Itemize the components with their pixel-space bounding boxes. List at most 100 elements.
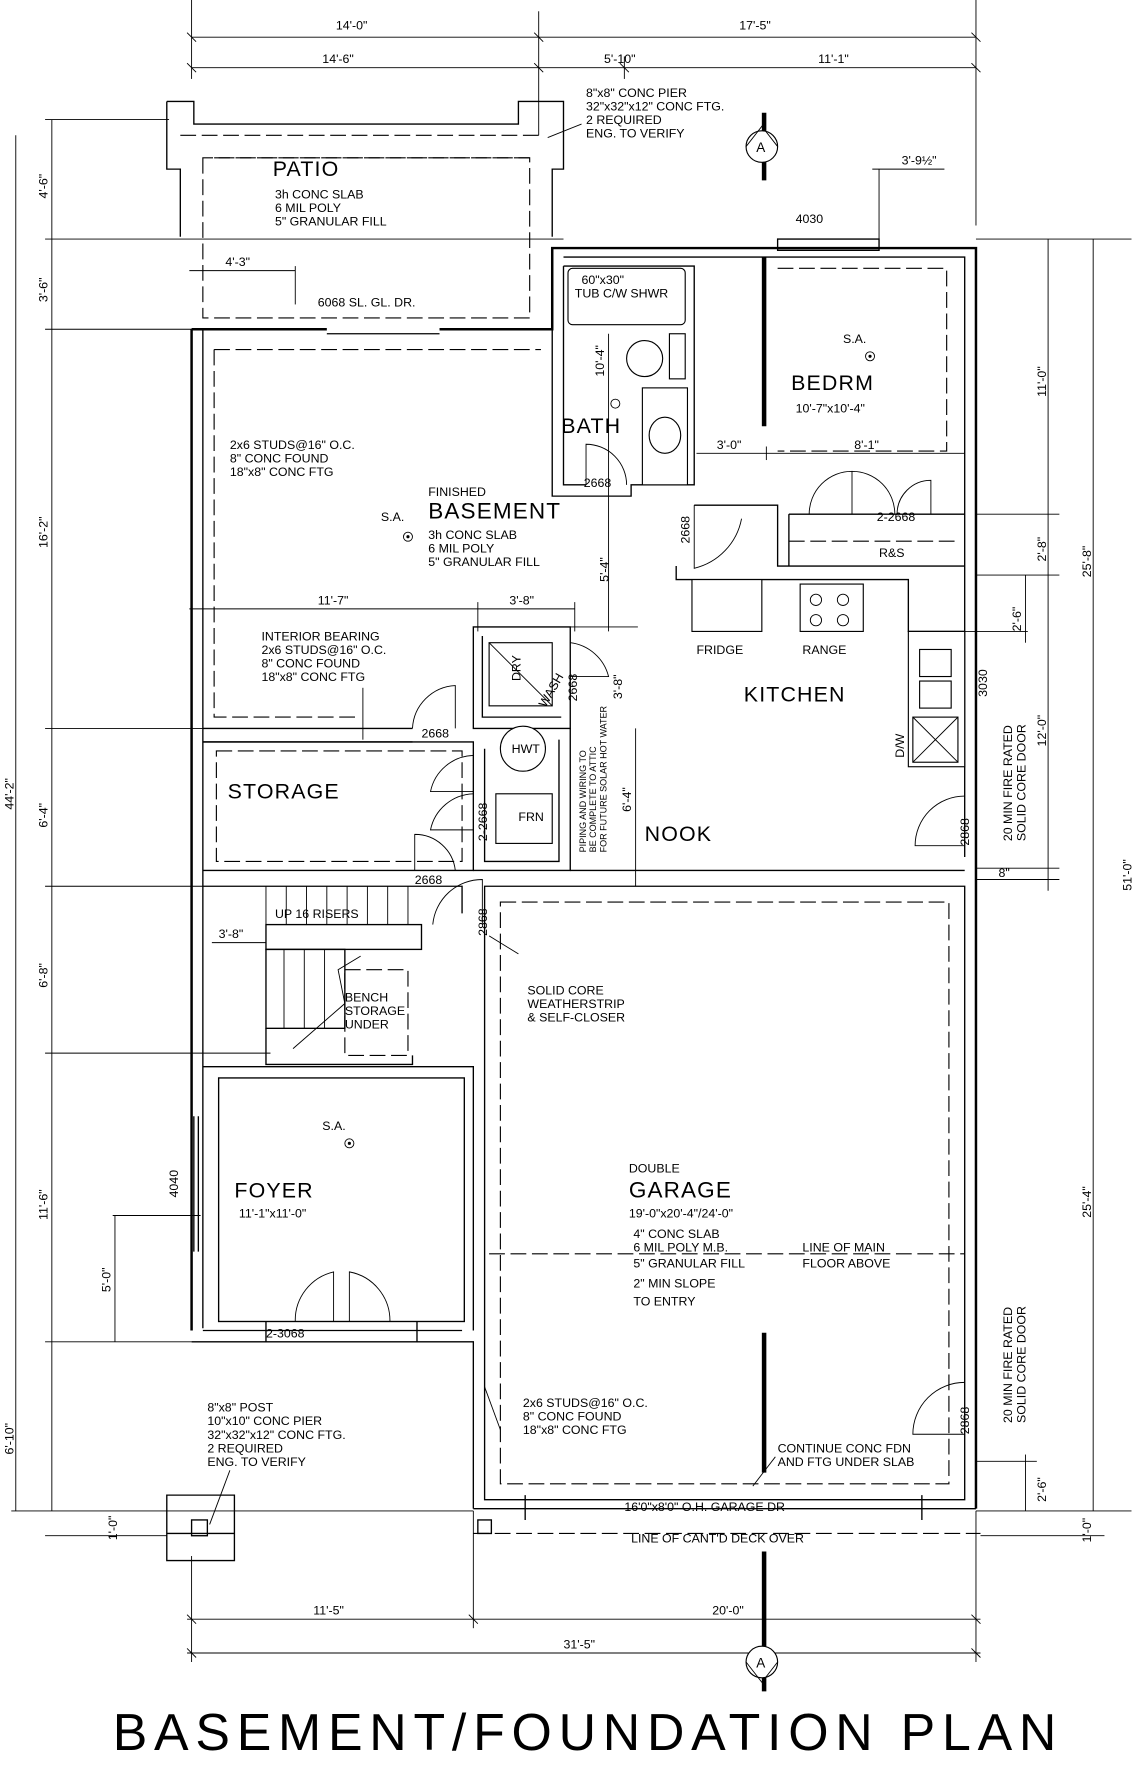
dim-right-counter: 2'-6" <box>1010 607 1024 632</box>
post-line-1: 8"x8" POST <box>207 1401 273 1415</box>
dim-left-deck: 6'-10" <box>3 1423 17 1455</box>
dim-left-bottom: 1'-0" <box>106 1516 120 1541</box>
rs-label: R&S <box>879 546 904 560</box>
bearing-line-1: INTERIOR BEARING <box>261 629 379 643</box>
section-marker-top-letter: A <box>756 140 765 155</box>
bottom-dimensions: 11'-5" 20'-0" 31'-5" <box>186 1510 981 1663</box>
stairs: UP 16 RISERS BENCH STORAGE UNDER 3'-8" 2… <box>202 879 490 1066</box>
garage-note-2: 6 MIL POLY M.B. <box>633 1241 728 1255</box>
conc-pier-line-1: 8"x8" CONC PIER <box>586 86 687 100</box>
bearing-line-2: 2x6 STUDS@16" O.C. <box>261 643 386 657</box>
dim-stair-width: 3'-8" <box>219 927 244 941</box>
dim-basement-width: 11'-7" <box>318 593 349 607</box>
garage-side-door-label: 2868 <box>958 1407 972 1435</box>
section-marker-top: A <box>745 112 779 181</box>
basement-note-1: 3h CONC SLAB <box>428 528 517 542</box>
garage-label: GARAGE <box>629 1177 732 1202</box>
dim-left-upper: 3'-6" <box>36 278 50 303</box>
bench-line-2: STORAGE <box>345 1004 405 1018</box>
dim-left-storage: 6'-4" <box>36 803 50 828</box>
nook-label: NOOK <box>645 822 713 846</box>
conc-pier-line-3: 2 REQUIRED <box>586 113 662 127</box>
bedrm-label: BEDRM <box>791 371 874 395</box>
patio-note-2: 6 MIL POLY <box>275 201 341 215</box>
kitchen: FRIDGE RANGE KITCHEN D/W 3030 2868 <box>675 566 990 847</box>
fridge-label: FRIDGE <box>696 643 743 657</box>
patio-door-label: 6068 SL. GL. DR. <box>318 296 416 310</box>
bath-label: BATH <box>561 414 621 438</box>
kitchen-window-label: 3030 <box>976 669 990 697</box>
patio-note-3: 5" GRANULAR FILL <box>275 215 387 229</box>
bearing-line-3: 8" CONC FOUND <box>261 657 360 671</box>
dim-nook-depth: 6'-4" <box>620 787 634 812</box>
foyer-sa: S.A. <box>322 1119 345 1133</box>
garage: SOLID CORE WEATHERSTRIP & SELF-CLOSER DO… <box>473 901 981 1545</box>
garage-entry-door-label: 2868 <box>476 908 490 936</box>
bedrm-closet-door: 2-2668 <box>877 510 916 524</box>
conc-pier-note: 8"x8" CONC PIER 32"x32"x12" CONC FTG. 2 … <box>547 86 724 141</box>
patio-label: PATIO <box>273 157 340 181</box>
dim-left-stair: 6'-8" <box>36 963 50 988</box>
bedroom: S.A. BEDRM 10'-7"x10'-4" 3'-0" 8'-1" 2-2… <box>694 257 965 567</box>
patio: PATIO 3h CONC SLAB 6 MIL POLY 5" GRANULA… <box>166 100 565 319</box>
bedrm-size: 10'-7"x10'-4" <box>796 402 865 416</box>
bench-line-3: UNDER <box>345 1017 389 1031</box>
dim-bottom-right: 20'-0" <box>712 1604 744 1618</box>
dim-bedrm-door-offset: 3'-0" <box>717 438 742 452</box>
dim-right-total: 51'-0" <box>1120 859 1134 891</box>
dim-top-overall-left: 14'-0" <box>336 18 368 32</box>
storage-label: STORAGE <box>228 779 340 803</box>
dim-right-bottom: 1'-0" <box>1080 1518 1094 1543</box>
dim-right-upper-total: 25'-8" <box>1080 546 1094 578</box>
range-label: RANGE <box>802 643 846 657</box>
post-line-2: 10"x10" CONC PIER <box>207 1414 322 1428</box>
dim-bedrm-closet-width: 8'-1" <box>854 438 879 452</box>
garage-note-3: 5" GRANULAR FILL <box>633 1256 745 1270</box>
bath-tub-size: 60"x30" <box>582 273 625 287</box>
foyer-window-label: 4040 <box>167 1170 181 1198</box>
nook: PIPING AND WIRING TO BE COMPLETE TO ATTI… <box>473 706 965 887</box>
continue-fdn-line-1: CONTINUE CONC FDN <box>778 1441 911 1455</box>
dim-bottom-left: 11'-5" <box>313 1604 344 1618</box>
solar-note-3: FOR FUTURE SOLAR HOT WATER <box>598 706 608 853</box>
fire-door-upper-2: SOLID CORE DOOR <box>1015 724 1029 841</box>
patio-note-1: 3h CONC SLAB <box>275 187 364 201</box>
garage-door-label: 16'0"x8'0" O.H. GARAGE DR <box>624 1500 785 1514</box>
bench-line-1: BENCH <box>345 990 388 1004</box>
garage-wall-spec-3: 18"x8" CONC FTG <box>523 1423 627 1437</box>
dim-left-foyer: 11'-6" <box>36 1189 50 1220</box>
storage-door-label: 2-2668 <box>476 802 490 841</box>
section-marker-bottom-letter: A <box>756 1656 765 1671</box>
foyer-entry-door-label: 2-3068 <box>266 1326 305 1340</box>
bedrm-window-dim: 3'-9½" 4030 <box>776 154 945 251</box>
garage-note-1: 4" CONC SLAB <box>633 1227 719 1241</box>
foyer-size: 11'-1"x11'-0" <box>239 1207 306 1221</box>
bath-door-label: 2668 <box>584 476 612 490</box>
dim-laundry-width: 3'-8" <box>509 593 534 607</box>
garage-note-4: 2" MIN SLOPE <box>633 1277 715 1291</box>
fire-door-lower-1: 20 MIN FIRE RATED <box>1001 1307 1015 1423</box>
dim-right-bedrm: 11'-0" <box>1035 366 1049 397</box>
basement-label: BASEMENT <box>428 499 561 524</box>
dim-right-garage: 25'-4" <box>1080 1186 1094 1218</box>
solid-core-line-2: WEATHERSTRIP <box>527 997 624 1011</box>
conc-pier-line-2: 32"x32"x12" CONC FTG. <box>586 99 724 113</box>
left-dimensions: 4'-6" 3'-6" 16'-2" 6'-4" 44'-2" 6'-8" 11… <box>3 119 564 1541</box>
dim-left-total: 44'-2" <box>3 778 17 810</box>
solid-core-line-1: SOLID CORE <box>527 983 603 997</box>
dim-bath-depth: 10'-4" <box>593 345 607 377</box>
bedrm-window-label: 4030 <box>796 212 824 226</box>
dim-bottom-total: 31'-5" <box>563 1637 595 1651</box>
foyer: 4040 5'-0" S.A. FOYER 11'-1"x11'-0" 2-30… <box>99 1065 475 1342</box>
kitchen-exterior-door-label: 2868 <box>958 818 972 846</box>
dim-right-garage-door: 2'-6" <box>1035 1477 1049 1502</box>
dim-top-overall-right: 17'-5" <box>739 18 771 32</box>
top-dimensions: 14'-0" 17'-5" 14'-6" 5'-10" 11'-1" <box>186 0 981 226</box>
solar-note-1: PIPING AND WIRING TO <box>578 750 588 852</box>
garage-prefix: DOUBLE <box>629 1162 680 1176</box>
finished-basement: 2x6 STUDS@16" O.C. 8" CONC FOUND 18"x8" … <box>189 348 638 718</box>
post-line-5: ENG. TO VERIFY <box>207 1455 306 1469</box>
stair-door-label: 2668 <box>415 873 443 887</box>
basement-wall-spec-2: 8" CONC FOUND <box>230 451 329 465</box>
